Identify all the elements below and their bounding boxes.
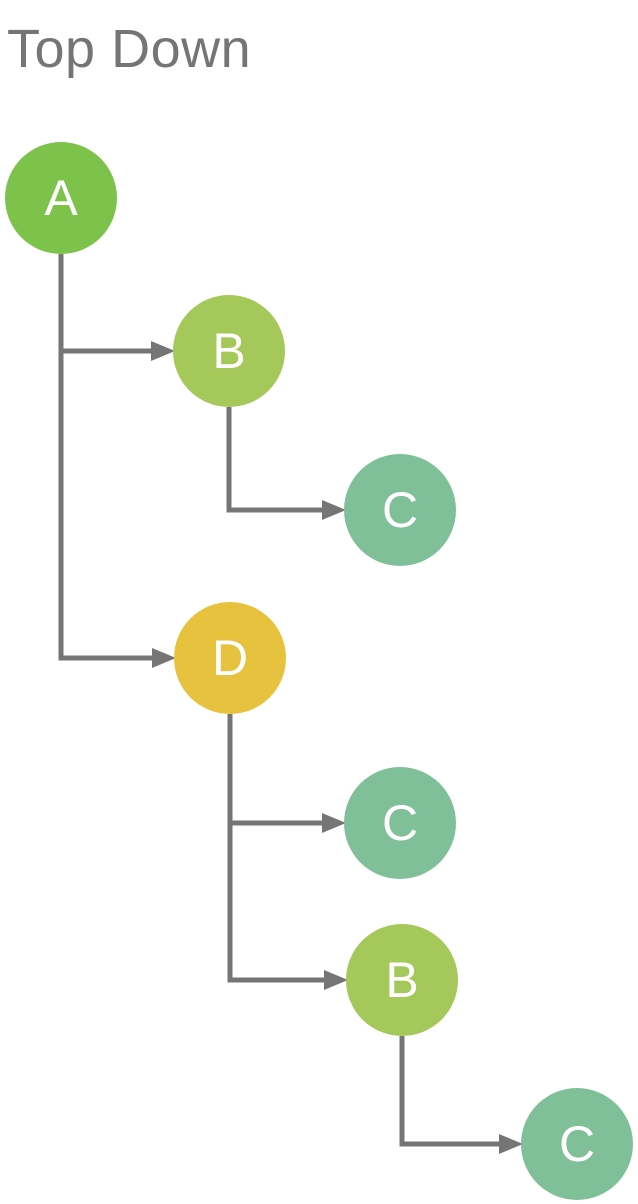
edge-B2-C3 xyxy=(399,1036,503,1147)
tree-node-D[interactable]: D xyxy=(174,602,286,714)
tree-node-A[interactable]: A xyxy=(5,142,117,254)
edge-B1-C1 xyxy=(226,407,326,513)
tree-node-B1[interactable]: B xyxy=(173,295,285,407)
arrowhead-D-B2 xyxy=(324,970,348,990)
arrowhead-A-D xyxy=(152,648,176,668)
arrowhead-B2-C3 xyxy=(499,1134,523,1154)
edge-D-B2 xyxy=(227,714,328,983)
edge-D-C2 xyxy=(227,714,326,826)
tree-node-C1[interactable]: C xyxy=(344,454,456,566)
edge-A-B1 xyxy=(58,254,155,354)
tree-node-C2[interactable]: C xyxy=(344,767,456,879)
tree-node-B2[interactable]: B xyxy=(346,924,458,1036)
tree-node-C3[interactable]: C xyxy=(521,1088,633,1200)
arrowhead-B1-C1 xyxy=(322,500,346,520)
diagram-title: Top Down xyxy=(7,19,252,79)
arrowhead-D-C2 xyxy=(322,813,346,833)
edge-A-D xyxy=(58,254,156,661)
arrowhead-A-B1 xyxy=(151,341,175,361)
